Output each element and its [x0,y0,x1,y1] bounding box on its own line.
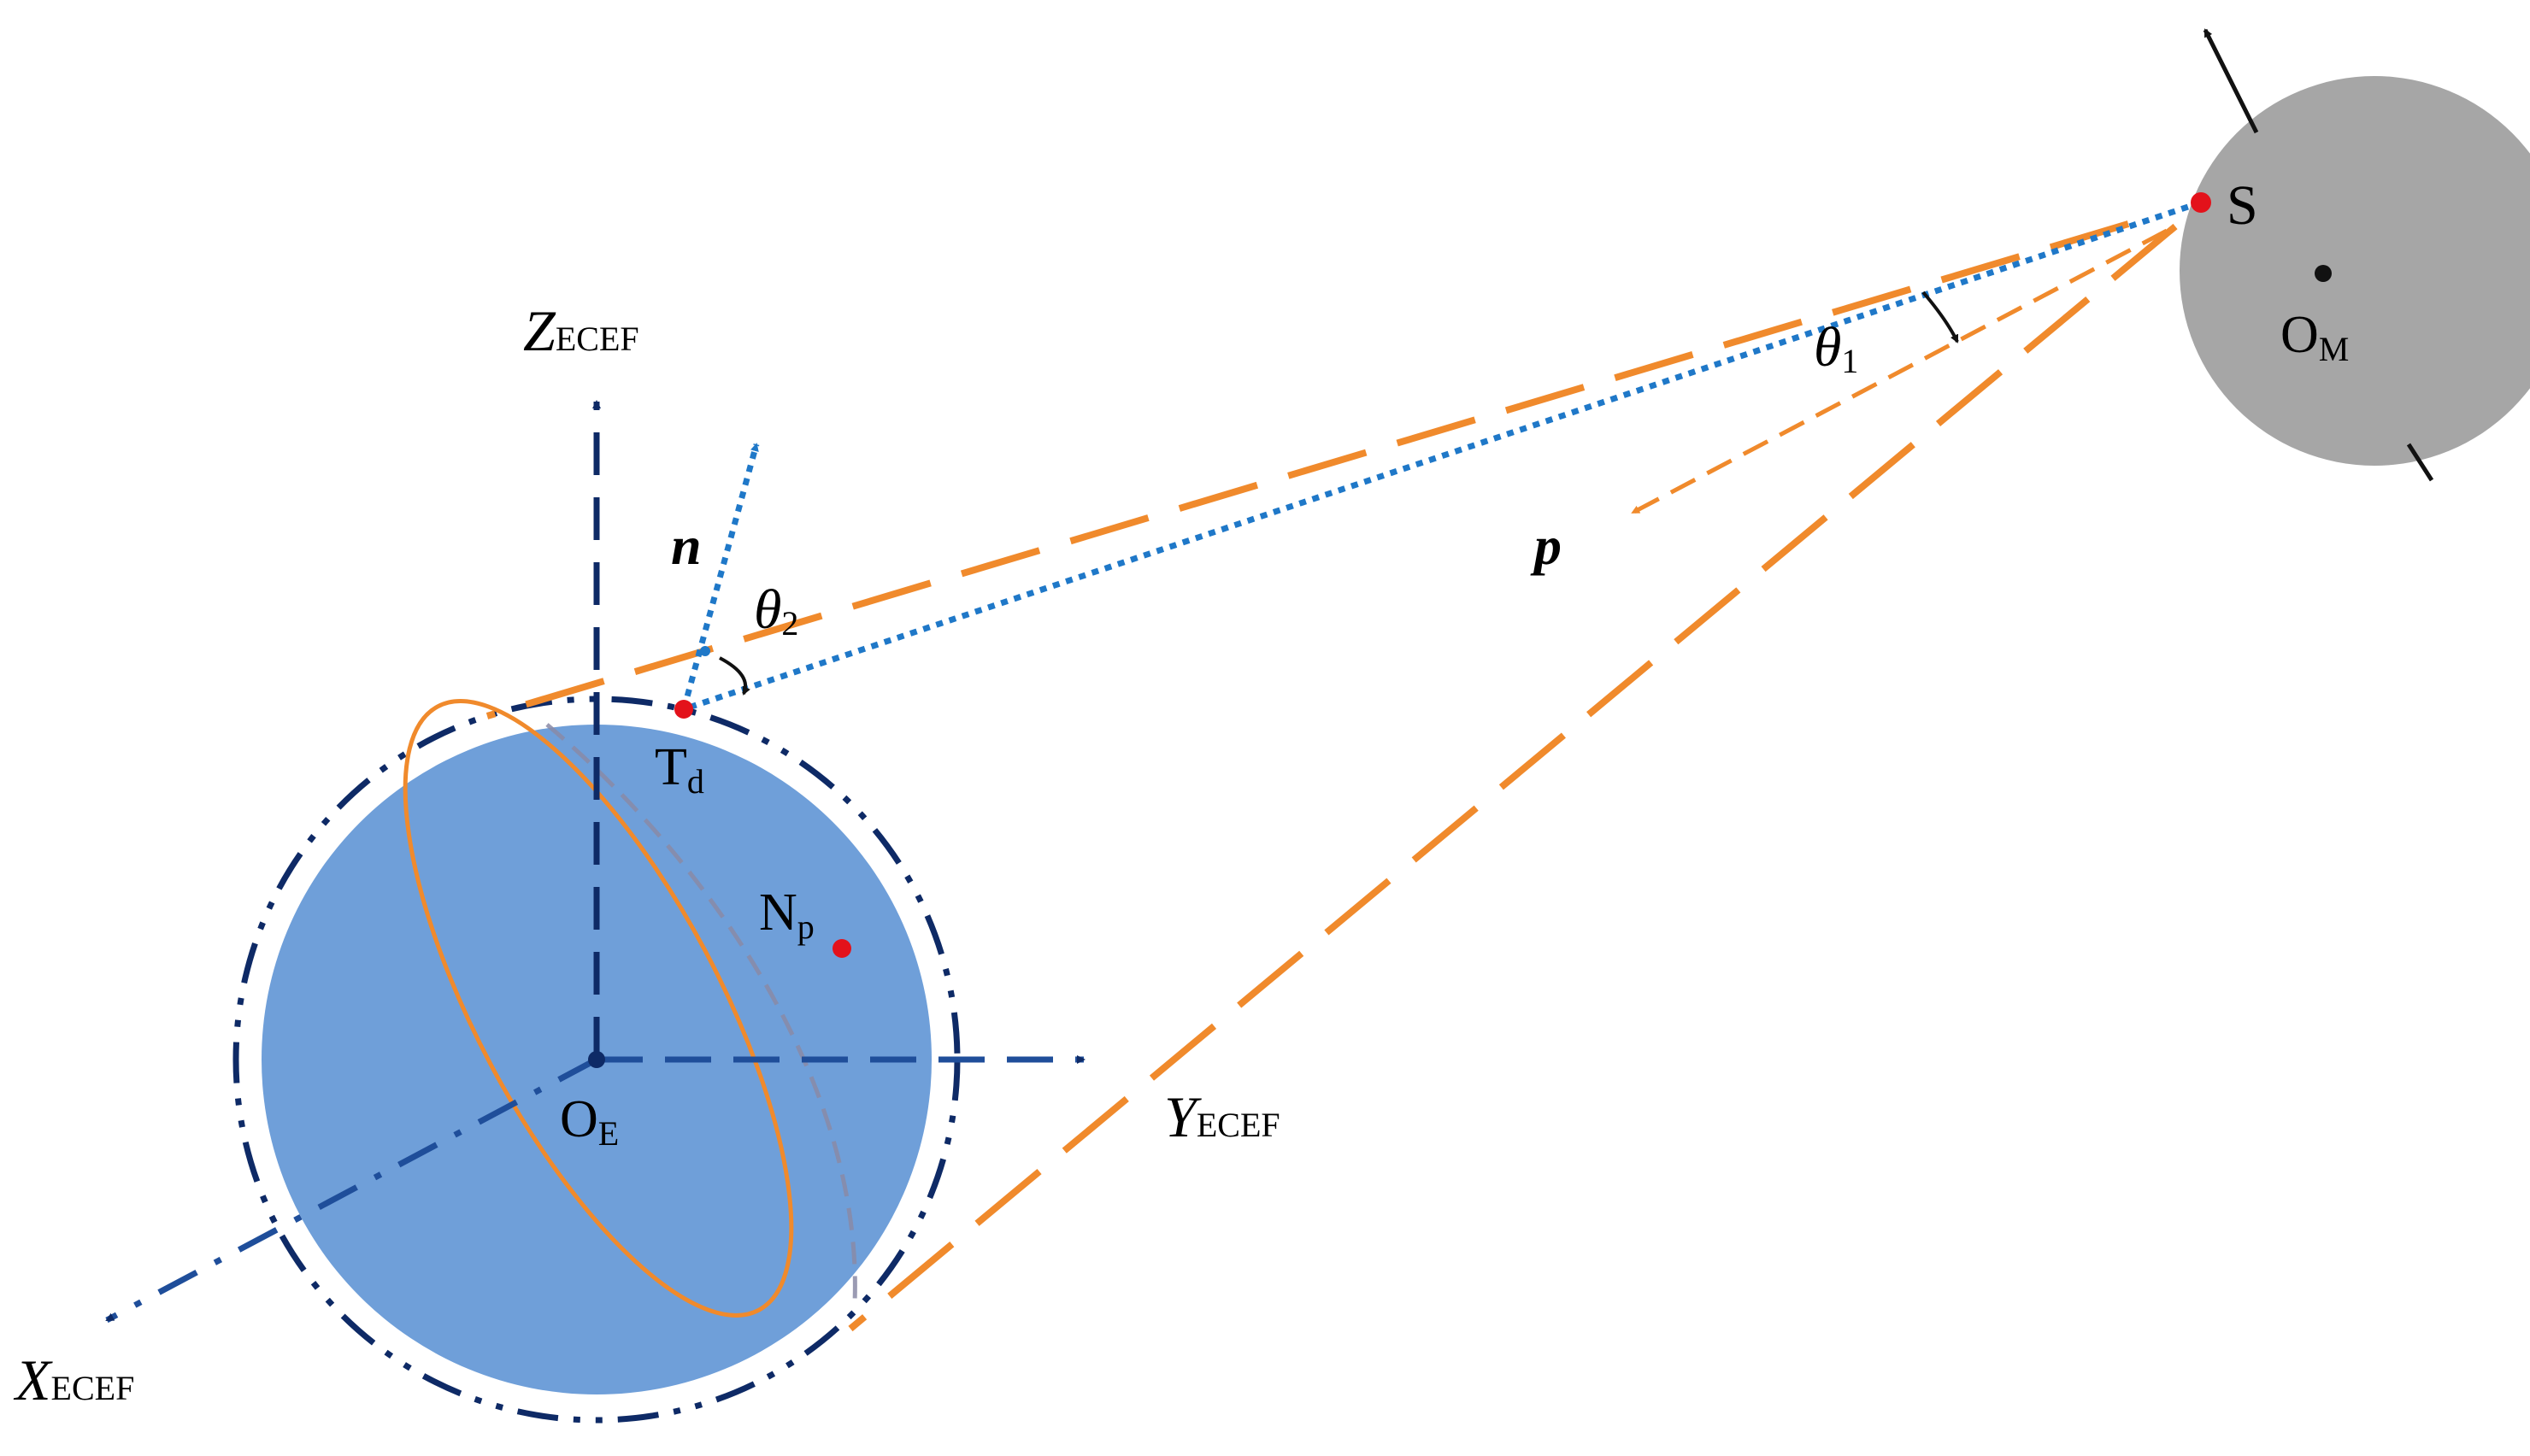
moon-rotation-axis-bottom [2406,443,2434,482]
y-axis-label: YECEF [1164,1084,1280,1149]
moon-body [2180,76,2530,466]
satellite-marker [2191,192,2211,213]
angle-2-label: θ2 [754,578,798,643]
target-label: Td [655,738,704,801]
earth-center-dot [588,1051,605,1068]
lower-tangent-line-1 [848,223,2178,1332]
satellite-label: S [2227,174,2258,237]
moon-rotation-axis-top [2203,28,2259,134]
angle-1-label: θ1 [1814,316,1858,380]
line-of-sight [682,199,2203,713]
direction-vector-label: p [1530,515,1562,576]
north-pole-marker [833,939,851,958]
x-axis [105,1056,598,1324]
earth-center-label: OE [560,1090,619,1153]
angle-2-arc [719,656,750,696]
normal-foot-dot [700,646,710,656]
z-axis-label: ZECEF [523,298,639,363]
target-marker [674,700,693,719]
moon-center-label: OM [2280,306,2349,368]
terminator-ellipse [403,699,794,1318]
moon-center-dot [2315,265,2332,282]
angle-1-arc [1921,291,1959,343]
north-pole-label: Np [759,884,815,946]
back-meridian [545,723,857,1304]
x-axis-label: XECEF [13,1347,134,1412]
direction-vector-p [1631,228,2168,515]
upper-tangent-line [485,220,2130,719]
normal-vector-n [680,443,760,710]
normal-vector-label: n [671,515,702,576]
